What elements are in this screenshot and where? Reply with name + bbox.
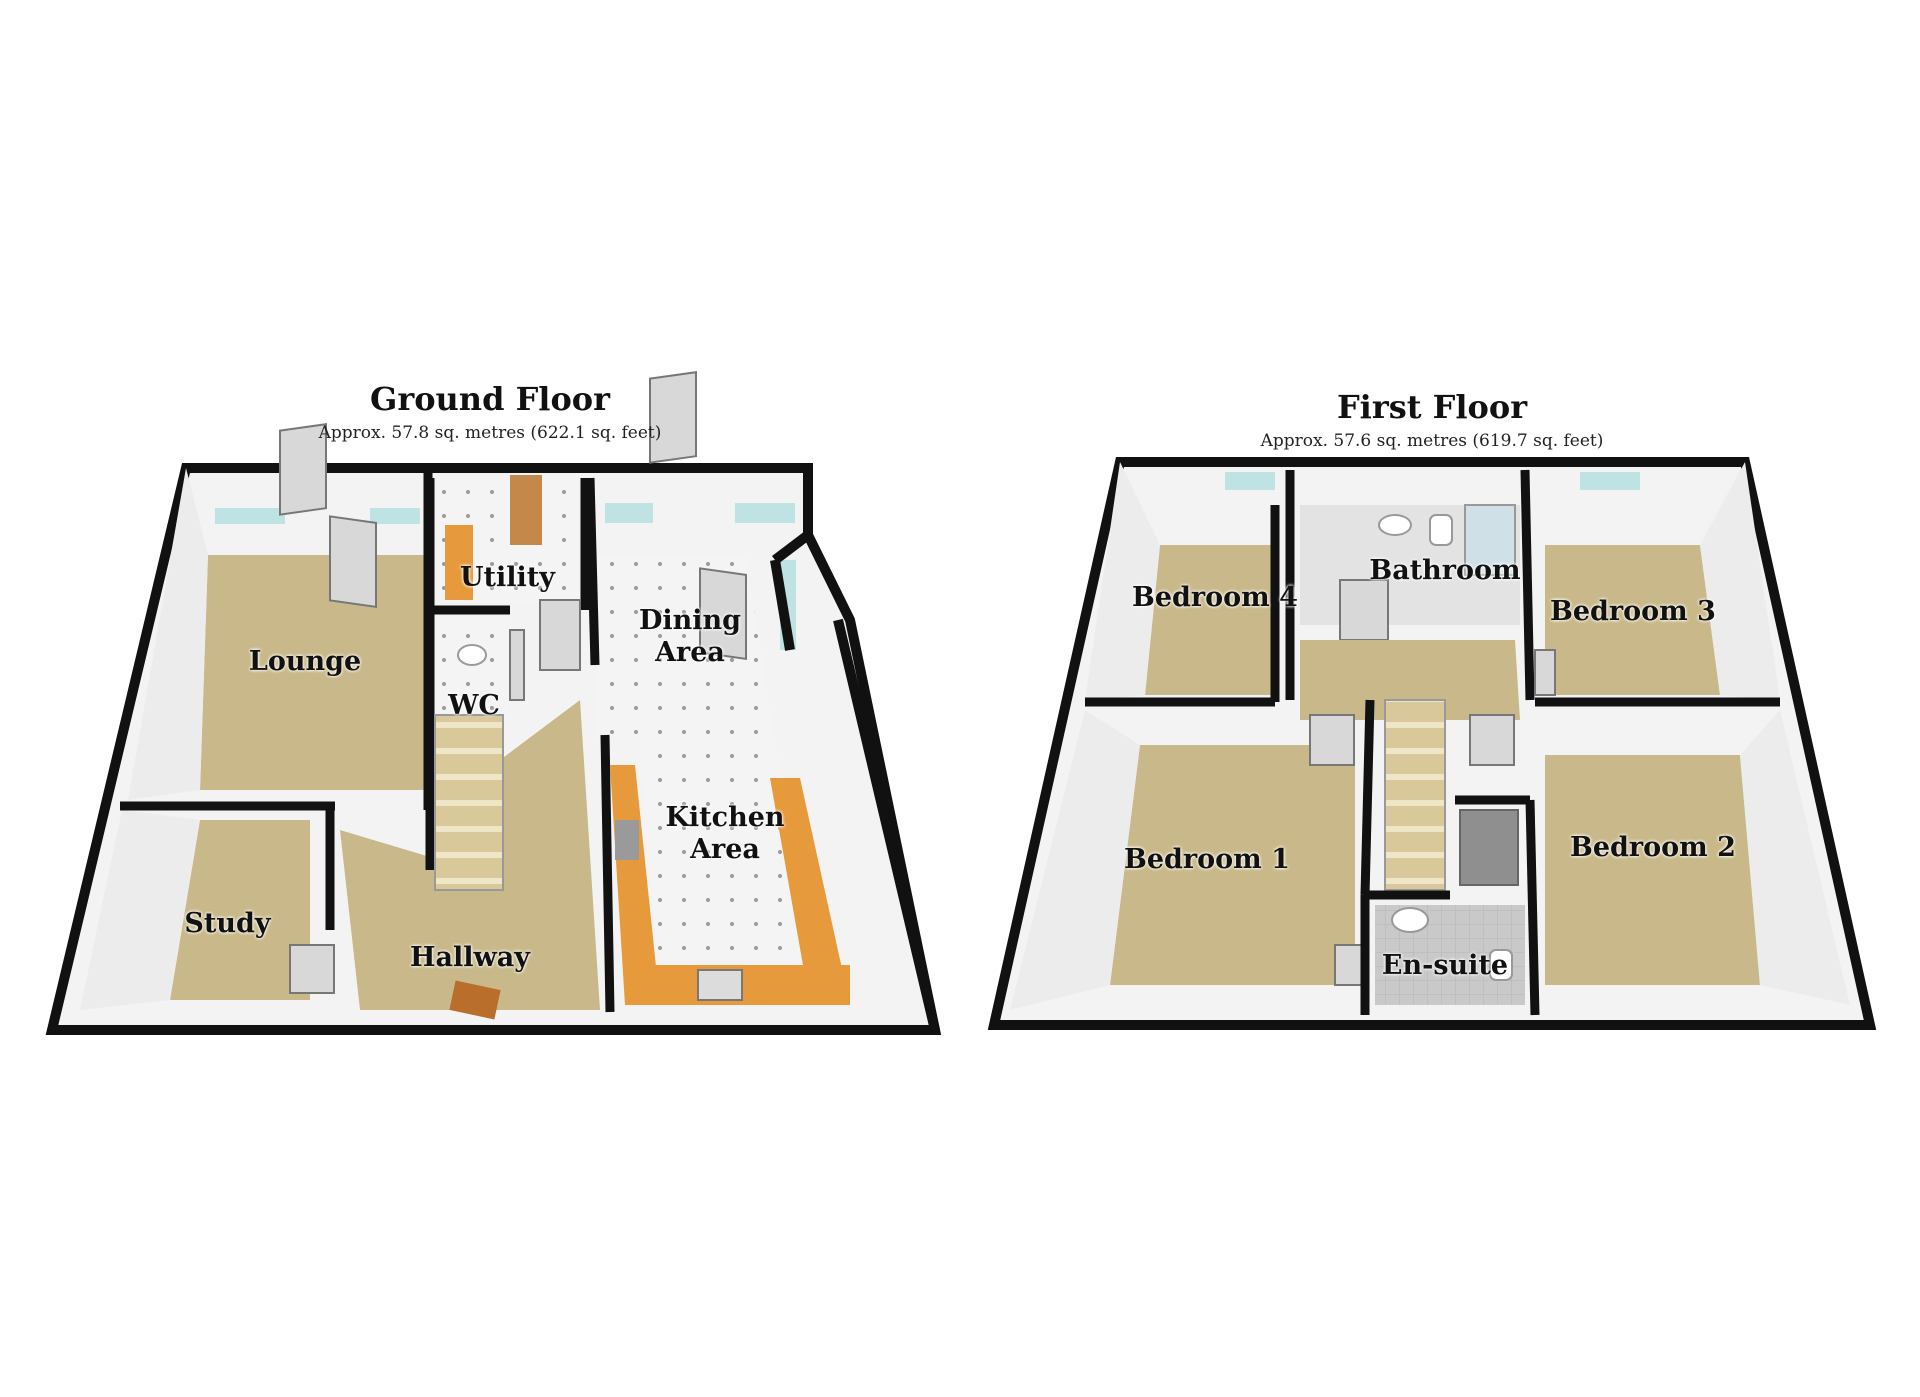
room-label-study: Study — [184, 908, 271, 939]
ensuite-basin — [1391, 907, 1429, 933]
ensuite-right-wall — [1525, 799, 1540, 1016]
ground-floor-plan — [45, 371, 942, 1035]
kitchen-worktop-right — [770, 778, 850, 1005]
lounge-window — [370, 508, 420, 524]
stair-left-wall — [1360, 699, 1375, 896]
bedroom-1-door — [1309, 714, 1355, 766]
dining-window — [735, 503, 795, 523]
first-floor-title: First Floor — [1336, 388, 1528, 426]
lounge-window — [215, 508, 285, 524]
lounge-left-wall-face — [128, 468, 208, 800]
utility-door — [539, 599, 581, 671]
dining-window — [605, 503, 653, 523]
room-label-lounge: Lounge — [248, 646, 362, 677]
dining-right-wall — [771, 531, 812, 564]
dining-kitchen-floor — [598, 555, 810, 960]
bedroom-4-floor — [1145, 545, 1275, 695]
room-label-kitchen-area: Kitchen Area — [665, 802, 785, 865]
first-floor-plan — [987, 457, 1877, 1030]
first-staircase — [1384, 699, 1446, 891]
study-left-wall-face — [80, 810, 200, 1010]
dining-left-wall — [585, 477, 600, 666]
dining-patio-door — [699, 567, 747, 660]
room-label-ensuite: En-suite — [1381, 950, 1509, 981]
first-floor-area: Approx. 57.6 sq. metres (619.7 sq. feet) — [1260, 431, 1604, 451]
room-label-wc: WC — [448, 690, 500, 721]
wc-door — [509, 629, 525, 701]
bedroom-3-window — [1580, 472, 1640, 490]
front-door — [449, 980, 501, 1020]
room-label-bedroom-2: Bedroom 2 — [1570, 832, 1736, 863]
wc-basin — [457, 644, 487, 666]
kitchen-right-wall — [833, 618, 940, 1032]
lounge-floor — [200, 555, 425, 790]
bedroom-3-floor — [1545, 545, 1720, 695]
bathroom-door — [1339, 579, 1389, 641]
bedroom-3-right-wall-face — [1700, 462, 1780, 700]
room-label-bedroom-4: Bedroom 4 — [1132, 582, 1298, 613]
ground-floor-area: Approx. 57.8 sq. metres (622.1 sq. feet) — [318, 423, 662, 443]
room-label-dining-area: Dining Area — [638, 605, 742, 668]
bedroom-4-left-wall-face — [1085, 462, 1160, 700]
study-floor — [170, 820, 310, 1000]
lounge-patio-door — [329, 515, 377, 608]
bedroom-4-window — [1225, 472, 1275, 490]
room-label-hallway: Hallway — [410, 942, 530, 973]
room-label-bedroom-3: Bedroom 3 — [1550, 596, 1716, 627]
bedroom-2-floor — [1545, 755, 1760, 985]
utility-back-door — [510, 475, 542, 545]
bedroom-2-right-wall-face — [1740, 710, 1850, 1005]
room-label-bedroom-1: Bedroom 1 — [1124, 844, 1290, 875]
bedroom-2-door — [1469, 714, 1515, 766]
kitchen-sink — [697, 969, 743, 1001]
kitchen-hob — [615, 820, 639, 860]
landing-floor — [1300, 640, 1520, 720]
bedroom-1-left-wall-face — [1010, 710, 1140, 1010]
ensuite-door — [1334, 944, 1364, 986]
bathroom-right-wall — [1520, 469, 1535, 701]
ensuite-toilet — [1489, 949, 1513, 981]
kitchen-worktop-bottom — [640, 965, 850, 1005]
dining-right-wall — [770, 559, 795, 651]
ensuite-shower — [1459, 809, 1519, 886]
ground-floor-title: Ground Floor — [370, 380, 610, 418]
room-label-bathroom: Bathroom — [1369, 555, 1521, 586]
bathroom-toilet — [1429, 514, 1453, 546]
kitchen-left-wall — [600, 734, 615, 1013]
study-door — [289, 944, 335, 994]
room-label-utility: Utility — [460, 562, 555, 593]
bedroom-3-door — [1534, 649, 1556, 696]
utility-worktop — [445, 525, 473, 600]
bathroom-shower — [1464, 504, 1516, 576]
lounge-patio-door — [279, 423, 327, 516]
bedroom-1-floor — [1110, 745, 1355, 985]
dining-patio-door — [649, 371, 697, 464]
ground-staircase — [434, 714, 504, 891]
bathroom-basin — [1378, 514, 1412, 536]
